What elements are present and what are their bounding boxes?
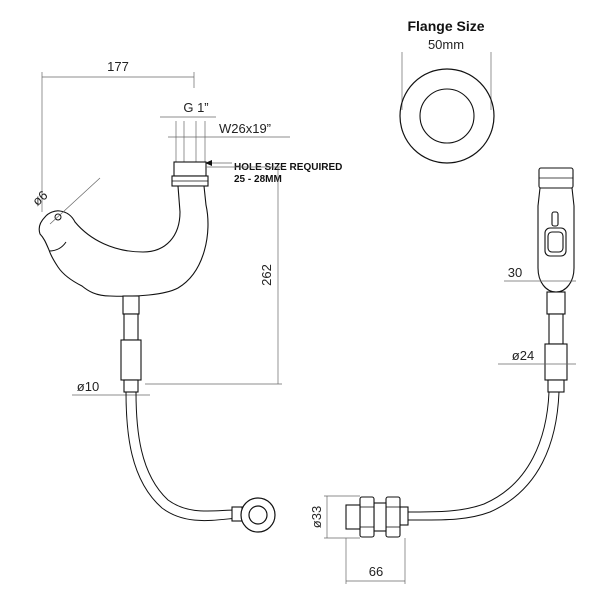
dim-wrench-label: W26x19”: [219, 121, 271, 136]
dim-177-label: 177: [107, 59, 129, 74]
spray-stem-top: [546, 291, 566, 315]
dim-33-label: ø33: [309, 506, 324, 528]
spray-stem-mid: [548, 313, 564, 345]
flange-outer-circle: [399, 68, 495, 164]
connector-nut-right: [385, 496, 401, 538]
flange-inner-circle: [419, 88, 475, 144]
spout-thread: [173, 161, 207, 177]
connector-thread: [345, 504, 361, 530]
spout-stem-ferrule: [123, 379, 139, 393]
spray-indicator: [551, 211, 559, 227]
spray-handle: [544, 343, 568, 381]
spout-outlet-hole: [54, 213, 62, 221]
spray-hose-inner: [404, 391, 560, 521]
spout-hose-outer: [125, 391, 239, 522]
dim-hole-label: ø6: [29, 187, 50, 208]
spout-stem-top: [122, 295, 140, 315]
spray-ferrule: [547, 379, 565, 393]
handspray-view: 30 ø24 ø33 66: [309, 167, 576, 584]
dim-66-label: 66: [369, 564, 383, 579]
connector-body: [373, 502, 387, 532]
spray-button-inner: [547, 231, 564, 253]
flange-view: Flange Size 50mm: [399, 18, 495, 164]
spout-view: 177 G 1” W26x19” HOLE SIZE REQUIRED 25 -…: [29, 59, 342, 533]
dim-hose-label: ø10: [77, 379, 99, 394]
connector-nut-left: [359, 496, 375, 538]
spout-hose-inner: [135, 391, 239, 512]
hole-note-line1: HOLE SIZE REQUIRED: [234, 162, 342, 173]
dim-thread-label: G 1”: [183, 100, 208, 115]
flange-title: Flange Size: [407, 18, 484, 34]
spray-hose-outer: [404, 391, 550, 513]
spout-stem-lower: [120, 339, 142, 381]
hole-note-line2: 25 - 28MM: [234, 174, 282, 185]
dim-262-label: 262: [259, 264, 274, 286]
dim-30-label: 30: [508, 265, 522, 280]
spout-body: [38, 185, 209, 297]
flange-size-label: 50mm: [428, 37, 464, 52]
spout-lip: [48, 241, 67, 252]
spout-end-ring-inner: [248, 505, 268, 525]
dim-hole-leader: [49, 177, 101, 225]
connector-ferrule: [399, 506, 409, 526]
hole-note-arrow: [205, 160, 212, 166]
dim-24-label: ø24: [512, 348, 534, 363]
spout-stem-mid: [123, 313, 139, 341]
